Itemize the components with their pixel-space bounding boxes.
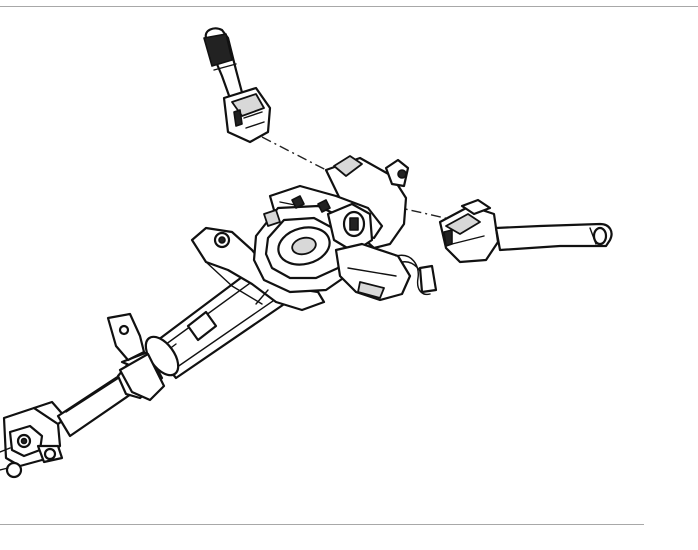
top-divider [0, 6, 698, 7]
right-stalk-switch [438, 198, 613, 264]
left-stalk-switch [203, 27, 272, 144]
bottom-divider [0, 524, 644, 525]
left-switch-alignment-line [261, 136, 331, 173]
universal-joint [0, 400, 68, 479]
ignition-lock-housing [252, 155, 438, 305]
